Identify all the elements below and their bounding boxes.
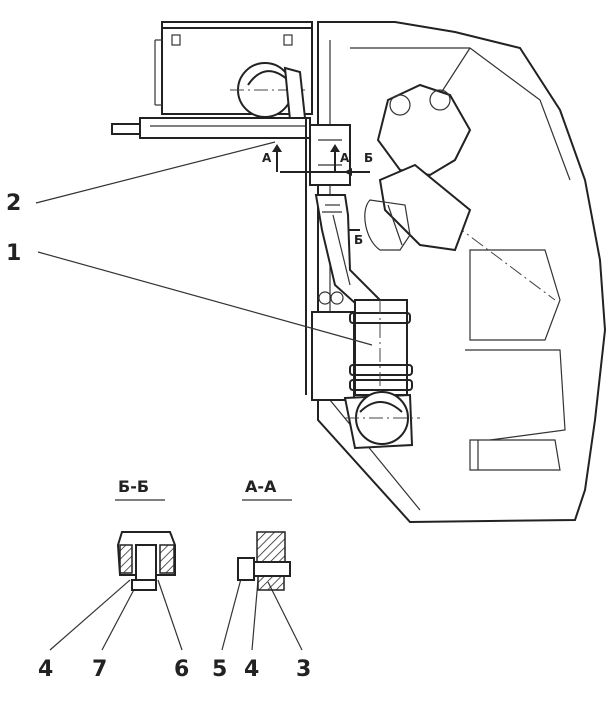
section-bb-detail — [115, 499, 176, 591]
section-aa-detail — [237, 499, 292, 591]
pipe-fitting — [272, 124, 370, 234]
callout-7-label: 7 — [92, 657, 107, 682]
connecting-hose — [314, 194, 382, 314]
bellows-assembly — [311, 299, 420, 450]
callout-1-label: 2 — [6, 191, 21, 216]
air-cleaner-box — [154, 21, 313, 122]
section-bb-title: Б-Б — [118, 477, 149, 496]
leader-lines — [35, 141, 373, 651]
callout-6-label: 6 — [174, 657, 189, 682]
section-mark-b-top: Б — [364, 151, 373, 165]
callout-3-label: 3 — [296, 657, 311, 682]
callout-4a-label: 4 — [38, 657, 53, 682]
section-aa-title: А-А — [245, 477, 277, 496]
callout-2-label: 1 — [6, 241, 21, 266]
turbocharger — [364, 83, 472, 252]
section-mark-b-bottom: Б — [354, 233, 363, 247]
callout-4b-label: 4 — [244, 657, 259, 682]
mounting-rod — [111, 117, 311, 139]
section-mark-a-right: А — [340, 151, 350, 165]
callout-5-label: 5 — [212, 657, 227, 682]
section-mark-a-left: А — [262, 151, 272, 165]
